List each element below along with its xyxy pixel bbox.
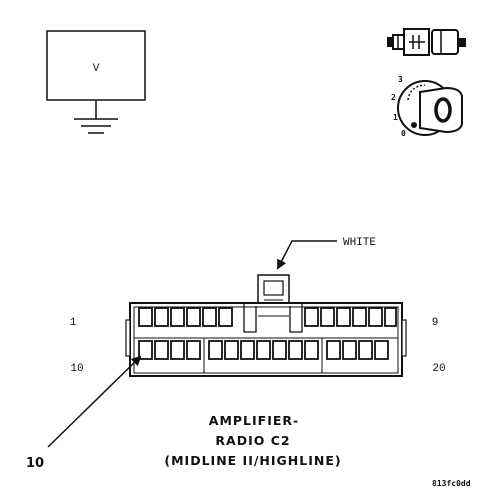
key-position-2: 2 [391,93,396,102]
pin-cavity [186,307,201,327]
pin-cavity [154,340,169,360]
pin-cavity [358,340,373,360]
pin-cavity [186,340,201,360]
top-pin-row [138,307,397,327]
pin-cavity [304,340,319,360]
pin-callout: 10 [26,355,142,471]
pin-cavity [154,307,169,327]
pin-cavity [326,340,341,360]
figure-code: 813fc0dd [432,479,471,488]
pin-label-20: 20 [432,363,445,375]
connector-title-line-3: (MIDLINE II/HIGHLINE) [164,453,341,468]
pin-cavity [170,307,185,327]
key-position-0: 0 [401,129,406,138]
pin-cavity [240,340,255,360]
connector-latch [257,274,290,307]
pin-cavity [304,307,319,327]
voltmeter-symbol: V [46,30,146,134]
pin-cavity [138,307,153,327]
pin-cavity [138,340,153,360]
pin-cavity [368,307,383,327]
pin-cavity [352,307,367,327]
key-position-1: 1 [393,113,398,122]
pin-label-1: 1 [70,317,77,329]
voltmeter-label: V [93,63,100,75]
bottom-pin-row [138,340,389,360]
pin-label-9: 9 [432,317,439,329]
ignition-key-icon: 3 2 1 0 [391,75,463,138]
connector-title-line-1: AMPLIFIER- [209,413,299,428]
pin-cavity [256,340,271,360]
pin-cavity [272,340,287,360]
pin-cavity [202,307,217,327]
pin-label-10: 10 [70,363,83,375]
pin-cavity [208,340,223,360]
pin-cavity [336,307,351,327]
connector-disconnect-icon [387,28,466,56]
pin-cavity [170,340,185,360]
pin-callout-label: 10 [26,456,44,471]
pin-cavity [320,307,335,327]
key-position-3: 3 [398,75,403,84]
connector-title-line-2: RADIO C2 [215,433,290,448]
pin-cavity [224,340,239,360]
connector-body [125,274,407,377]
pin-cavity [342,340,357,360]
color-callout: WHITE [277,237,376,270]
pin-cavity [288,340,303,360]
connector-color-label: WHITE [343,237,376,249]
pin-cavity [374,340,389,360]
ground-icon [74,118,118,134]
pin-cavity [384,307,397,327]
pin-cavity [218,307,233,327]
